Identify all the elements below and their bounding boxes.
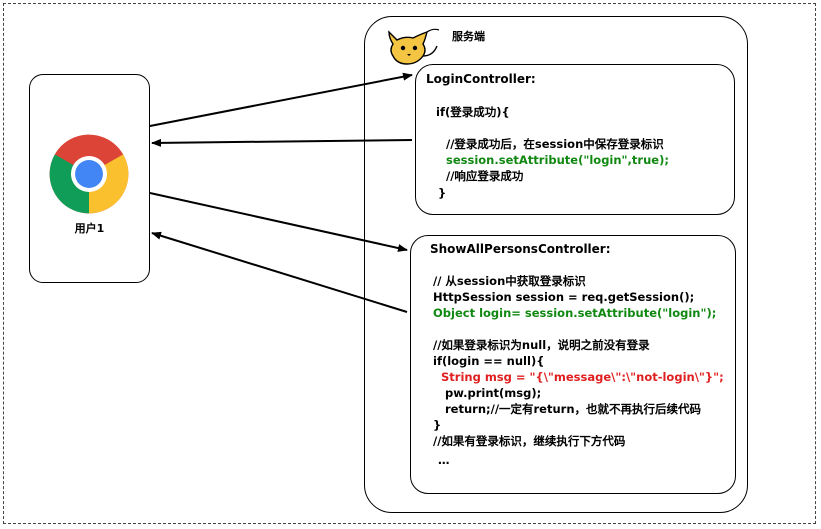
arrow-login-request [149, 72, 413, 127]
code-line: return;//一定有return，也就不再执行后续代码 [445, 402, 702, 416]
code-line: //登录成功后，在session中保存登录标识 [446, 137, 664, 151]
code-line: } [433, 418, 442, 432]
show-controller-title: ShowAllPersonsController: [430, 242, 611, 256]
code-line: … [438, 453, 450, 467]
code-line: pw.print(msg); [445, 386, 542, 400]
code-line: } [438, 186, 447, 200]
login-controller-box [415, 64, 735, 215]
arrow-login-response [151, 138, 413, 147]
code-line: Object login= session.setAttribute("logi… [433, 306, 717, 320]
client-label: 用户1 [74, 222, 105, 235]
code-line: // 从session中获取登录标识 [433, 274, 586, 288]
code-line: if(登录成功){ [436, 105, 510, 119]
code-line: session.setAttribute("login",true); [446, 153, 669, 167]
arrow-show-request [149, 192, 408, 252]
code-line: //如果登录标识为null，说明之前没有登录 [433, 338, 650, 352]
code-line: //如果有登录标识，继续执行下方代码 [433, 434, 626, 448]
code-line: HttpSession session = req.getSession(); [433, 290, 695, 304]
arrow-show-response [151, 231, 408, 313]
server-label: 服务端 [452, 30, 485, 43]
code-line: if(login == null){ [433, 354, 545, 368]
code-line: //响应登录成功 [446, 169, 524, 183]
show-controller-box [410, 235, 736, 494]
client-box [29, 74, 150, 283]
login-controller-title: LoginController: [426, 72, 536, 86]
tomcat-icon [388, 28, 440, 65]
code-line: String msg = "{\"message\":\"not-login\"… [441, 370, 724, 384]
diagram-frame [3, 3, 816, 524]
chrome-icon [49, 134, 129, 214]
